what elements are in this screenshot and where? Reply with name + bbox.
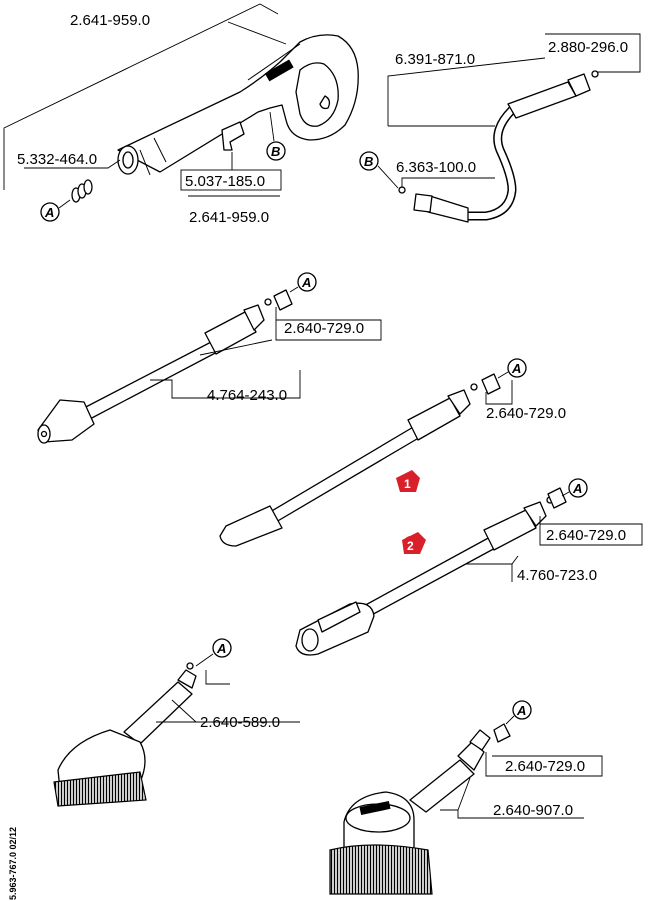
marker-1: 1 [396, 470, 420, 492]
brush2-fitting-part-number: 2.640-729.0 [505, 758, 585, 775]
wash-brush-drawing [53, 662, 197, 807]
connector-tag-a-brush2: A [512, 700, 532, 720]
vario-lance-group: A 2.640-729.0 4.760-723.0 2 [295, 478, 643, 656]
hose-drawing [398, 70, 599, 223]
lance1-fitting-part-number: 2.640-729.0 [284, 320, 364, 337]
lance3-part-number: 4.760-723.0 [517, 567, 597, 584]
hose-end-part-number: 2.880-296.0 [548, 39, 628, 56]
connector-tag-a-lance3: A [568, 478, 588, 498]
connector-tag-a-brush1: A [212, 638, 232, 658]
rotary-brush-group: A 2.640-729.0 2.640-907.0 [329, 700, 603, 895]
lance1-part-number: 4.764-243.0 [207, 387, 287, 404]
marker-1-label: 1 [404, 477, 411, 491]
marker-2: 2 [402, 532, 426, 554]
connector-tag-a-lance1: A [297, 272, 317, 292]
hose-part-number: 6.391-871.0 [395, 51, 475, 68]
brush1-part-number: 2.640-589.0 [200, 714, 280, 731]
svg-text:A: A [44, 205, 54, 220]
lance-1-drawing [219, 383, 478, 547]
marker-2-label: 2 [407, 539, 414, 553]
connector-tag-b-hose: B [359, 151, 379, 171]
brush2-part-number: 2.640-907.0 [493, 802, 573, 819]
document-code: 5.963-767.0 02/12 [8, 827, 18, 900]
rotary-brush-drawing [329, 729, 491, 895]
gun-part-number-top: 2.641-959.0 [70, 12, 150, 29]
connector-tag-b: B [266, 141, 286, 161]
spray-gun-drawing [117, 34, 359, 176]
nozzle-lance-drawing [37, 298, 272, 444]
svg-text:B: B [364, 154, 373, 169]
nozzle-set-part-number: 5.332-464.0 [17, 151, 97, 168]
svg-text:A: A [511, 361, 521, 376]
wash-brush-group: A 2.640-589.0 [53, 638, 300, 807]
lance2-fitting-part-number: 2.640-729.0 [486, 405, 566, 422]
hose-group: 6.391-871.0 2.880-296.0 B 6.363-100.0 [359, 33, 641, 223]
svg-text:A: A [516, 703, 526, 718]
lance3-fitting-part-number: 2.640-729.0 [546, 527, 626, 544]
lance3-fitting-drawing [547, 487, 567, 509]
spray-gun-group: 2.641-959.0 5.332-464.0 A B [3, 3, 359, 226]
lance-1-group: A 2.640-729.0 1 [219, 358, 566, 547]
svg-text:A: A [572, 481, 582, 496]
hose-oring-part-number: 6.363-100.0 [396, 159, 476, 176]
connector-tag-a-lance2: A [507, 358, 527, 378]
nozzle-set-drawing [71, 179, 93, 203]
svg-text:B: B [271, 144, 280, 159]
clip-part-number: 5.037-185.0 [185, 173, 265, 190]
clip-label-box [180, 169, 282, 191]
gun-part-number-bottom: 2.641-959.0 [189, 209, 269, 226]
lance1-fitting-drawing [273, 289, 293, 311]
brush2-fitting-drawing [493, 723, 511, 743]
nozzle-lance-group: A 2.640-729.0 4.764-243.0 [37, 272, 382, 444]
svg-text:A: A [301, 275, 311, 290]
svg-text:A: A [216, 641, 226, 656]
lance2-fitting-drawing [481, 373, 501, 395]
connector-tag-a: A [40, 202, 60, 222]
vario-lance-drawing [295, 496, 554, 656]
